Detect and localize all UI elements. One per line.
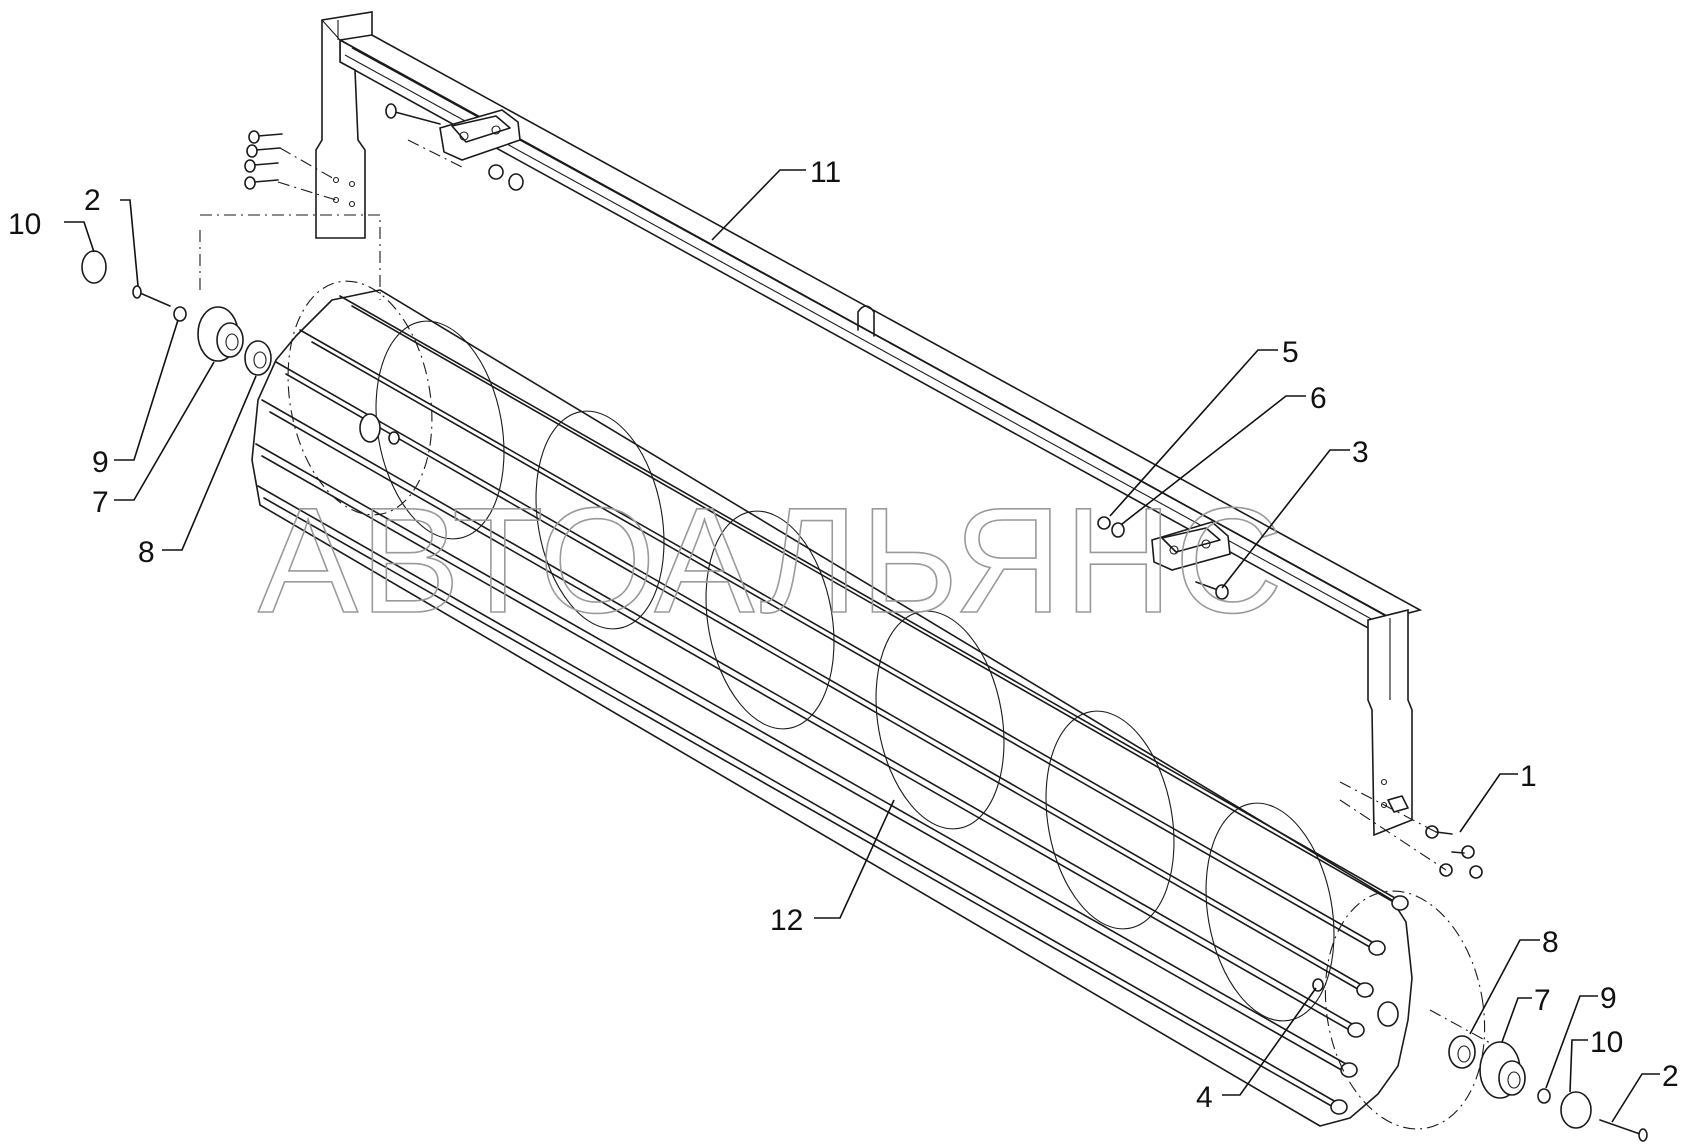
callout-12: 12 bbox=[770, 904, 803, 937]
callout-labels: 10 2 9 7 8 11 5 6 3 1 12 8 7 9 10 2 4 bbox=[8, 156, 1679, 1114]
callout-10-right: 10 bbox=[1590, 1026, 1623, 1059]
callout-6: 6 bbox=[1310, 382, 1327, 415]
bearing-assembly-left bbox=[81, 214, 381, 376]
cage-roller bbox=[251, 280, 1486, 1130]
callout-10-left: 10 bbox=[8, 208, 41, 241]
callout-7-right: 7 bbox=[1534, 984, 1551, 1017]
callout-9-right: 9 bbox=[1600, 982, 1617, 1015]
frame-fasteners bbox=[244, 103, 1483, 879]
callout-8-left: 8 bbox=[138, 536, 155, 569]
frame-beam bbox=[315, 11, 1423, 837]
callout-8-right: 8 bbox=[1542, 926, 1559, 959]
callout-9-left: 9 bbox=[92, 446, 109, 479]
callout-leaders bbox=[64, 169, 1660, 1123]
watermark-text: АВТОАЛЬЯНС bbox=[258, 476, 1285, 644]
callout-4: 4 bbox=[1196, 1081, 1213, 1114]
callout-5: 5 bbox=[1282, 336, 1299, 369]
callout-3: 3 bbox=[1352, 436, 1369, 469]
callout-7-left: 7 bbox=[92, 486, 109, 519]
callout-2-left: 2 bbox=[84, 184, 101, 217]
bearing-assembly-right bbox=[1429, 1009, 1648, 1142]
callout-2-right: 2 bbox=[1662, 1060, 1679, 1093]
callout-1: 1 bbox=[1520, 760, 1537, 793]
callout-11: 11 bbox=[810, 156, 841, 189]
